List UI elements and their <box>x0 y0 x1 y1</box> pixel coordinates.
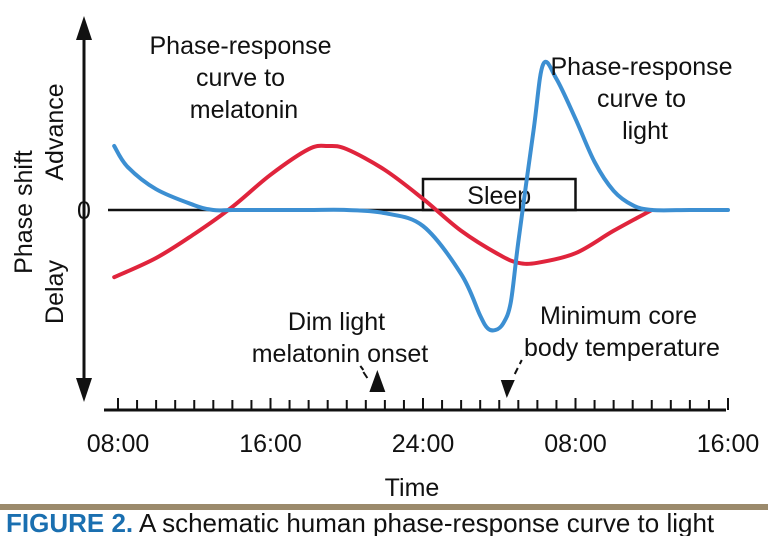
y-axis-arrow-up-icon <box>76 16 92 40</box>
x-axis-ticks <box>117 398 729 410</box>
melatonin-label-line-1: Phase-response <box>149 32 331 60</box>
dlmo-label: Dim light melatonin onset <box>252 308 429 368</box>
melatonin-label-line-2: curve to <box>196 64 285 92</box>
x-tick-label: 24:00 <box>392 430 455 458</box>
x-tick-label: 08:00 <box>544 430 607 458</box>
x-axis-tick-labels: 08:00 16:00 24:00 08:00 16:00 <box>87 430 760 458</box>
caption-label: FIGURE 2. <box>6 508 134 536</box>
caption-divider <box>0 504 768 510</box>
cbt-arrow-dash <box>513 367 519 375</box>
caption-text: A schematic human phase-response curve t… <box>138 508 715 536</box>
dlmo-label-line-2: melatonin onset <box>252 340 429 368</box>
x-tick-label: 08:00 <box>87 430 150 458</box>
phase-response-chart: Phase shift Advance Delay 0 08:00 16:00 24… <box>10 16 760 502</box>
dlmo-arrow-dash <box>359 365 365 371</box>
x-tick-label: 16:00 <box>239 430 302 458</box>
sleep-label: Sleep <box>467 182 531 210</box>
dlmo-label-line-1: Dim light <box>288 308 385 336</box>
light-curve-label: Phase-response curve to light <box>550 53 739 145</box>
x-tick-label: 16:00 <box>697 430 760 458</box>
cbt-label-line-1: Minimum core <box>540 302 697 330</box>
cbt-label-line-2: body temperature <box>524 334 720 362</box>
series-light-line <box>112 59 730 333</box>
series-melatonin-line <box>112 143 654 280</box>
light-label-line-1: Phase-response <box>550 53 732 81</box>
melatonin-curve-label: Phase-response curve to melatonin <box>149 32 338 124</box>
y-label-delay: Delay <box>41 260 69 324</box>
cbt-arrow-dash <box>518 359 523 365</box>
figure-caption: FIGURE 2. A schematic human phase-respon… <box>6 508 714 536</box>
y-axis-arrow-down-icon <box>76 378 92 402</box>
sleep-box <box>421 177 577 212</box>
y-label-advance: Advance <box>41 83 69 180</box>
cbt-min-arrow-icon <box>500 380 515 398</box>
x-axis-title: Time <box>385 474 440 502</box>
light-label-line-2: curve to <box>597 85 686 113</box>
y-label-zero: 0 <box>77 197 91 225</box>
light-label-line-3: light <box>622 117 668 145</box>
dlmo-arrow-dash <box>362 371 369 379</box>
melatonin-label-line-3: melatonin <box>190 96 298 124</box>
y-axis-title: Phase shift <box>10 150 38 274</box>
cbt-min-label: Minimum core body temperature <box>524 302 720 362</box>
dlmo-arrow-icon <box>369 370 386 392</box>
